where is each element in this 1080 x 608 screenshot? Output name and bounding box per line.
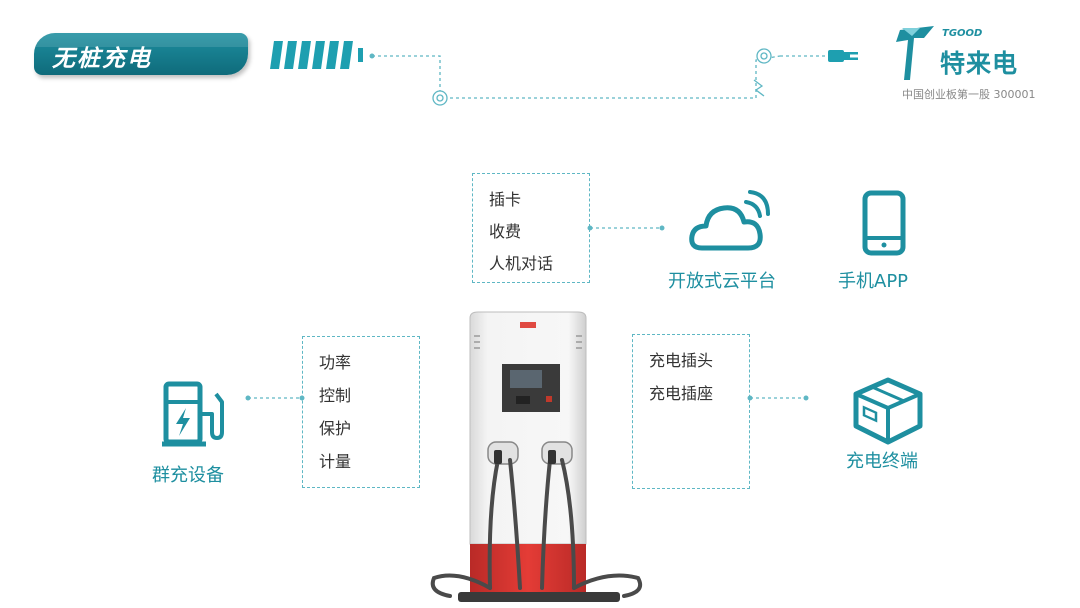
plug-icon [828, 50, 858, 62]
box-top-item: 收费 [489, 222, 522, 241]
box-top-item: 人机对话 [489, 254, 554, 273]
box-left-item: 计量 [319, 452, 352, 471]
section-title-pill: 无桩充电 [34, 33, 248, 75]
box-icon [853, 377, 923, 445]
phone-icon [862, 190, 906, 256]
label-cloud-platform: 开放式云平台 [668, 271, 776, 292]
logo-slogan: 中国创业板第一股 300001 [902, 88, 1036, 101]
company-logo: TGOOD 特来电 中国创业板第一股 300001 [896, 22, 1046, 102]
feature-box-left: 功率 控制 保护 计量 [302, 336, 420, 488]
battery-icon [270, 40, 363, 70]
box-right-item: 充电插座 [649, 384, 714, 403]
section-title: 无桩充电 [52, 46, 152, 72]
logo-brand: 特来电 [940, 49, 1019, 78]
feature-box-top: 插卡 收费 人机对话 [472, 173, 590, 283]
box-top-item: 插卡 [489, 190, 522, 209]
label-group-charger: 群充设备 [152, 465, 224, 486]
logo-tgood: TGOOD [942, 28, 983, 39]
box-left-item: 控制 [319, 386, 352, 405]
box-right-item: 充电插头 [649, 351, 714, 370]
logo-mark-icon [896, 26, 934, 80]
box-left-item: 保护 [319, 419, 352, 438]
box-left-item: 功率 [319, 353, 352, 372]
feature-box-right: 充电插头 充电插座 [632, 334, 750, 489]
charging-pile-image [430, 311, 643, 602]
label-charging-terminal: 充电终端 [846, 451, 918, 472]
label-mobile-app: 手机APP [838, 271, 909, 292]
charging-station-icon [162, 381, 224, 447]
cloud-icon [689, 190, 770, 251]
